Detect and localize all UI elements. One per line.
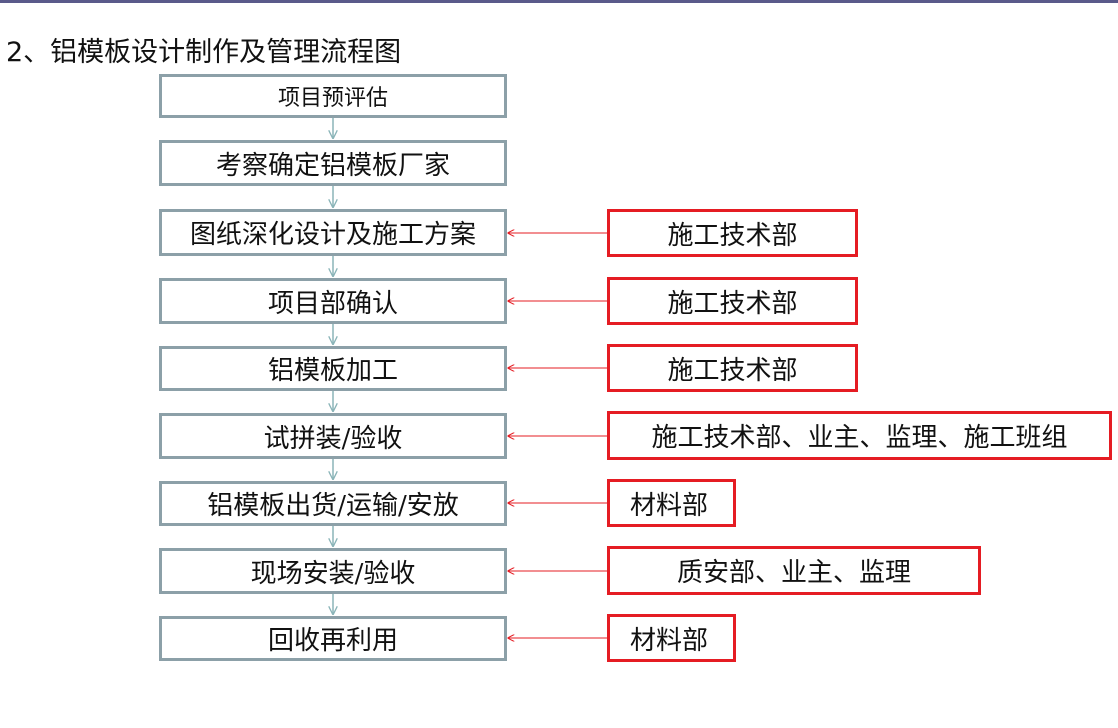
flow-step-1: 项目预评估: [159, 74, 507, 118]
dept-box-3: 施工技术部: [607, 344, 858, 392]
flow-step-6: 试拼装/验收: [159, 413, 507, 459]
flow-step-8: 现场安装/验收: [159, 548, 507, 594]
flow-step-4: 项目部确认: [159, 278, 507, 324]
flow-step-5: 铝模板加工: [159, 346, 507, 391]
flow-step-7: 铝模板出货/运输/安放: [159, 481, 507, 526]
top-rule: [0, 0, 1118, 3]
dept-box-1: 施工技术部: [607, 209, 858, 257]
flow-step-3: 图纸深化设计及施工方案: [159, 209, 507, 256]
flow-step-2: 考察确定铝模板厂家: [159, 140, 507, 186]
page-title: 2、铝模板设计制作及管理流程图: [6, 37, 402, 68]
dept-box-4: 施工技术部、业主、监理、施工班组: [607, 411, 1112, 460]
dept-box-2: 施工技术部: [607, 277, 858, 325]
dept-box-7: 材料部: [607, 614, 736, 662]
dept-box-6: 质安部、业主、监理: [607, 546, 981, 595]
dept-box-5: 材料部: [607, 479, 736, 527]
flow-step-9: 回收再利用: [159, 616, 507, 661]
